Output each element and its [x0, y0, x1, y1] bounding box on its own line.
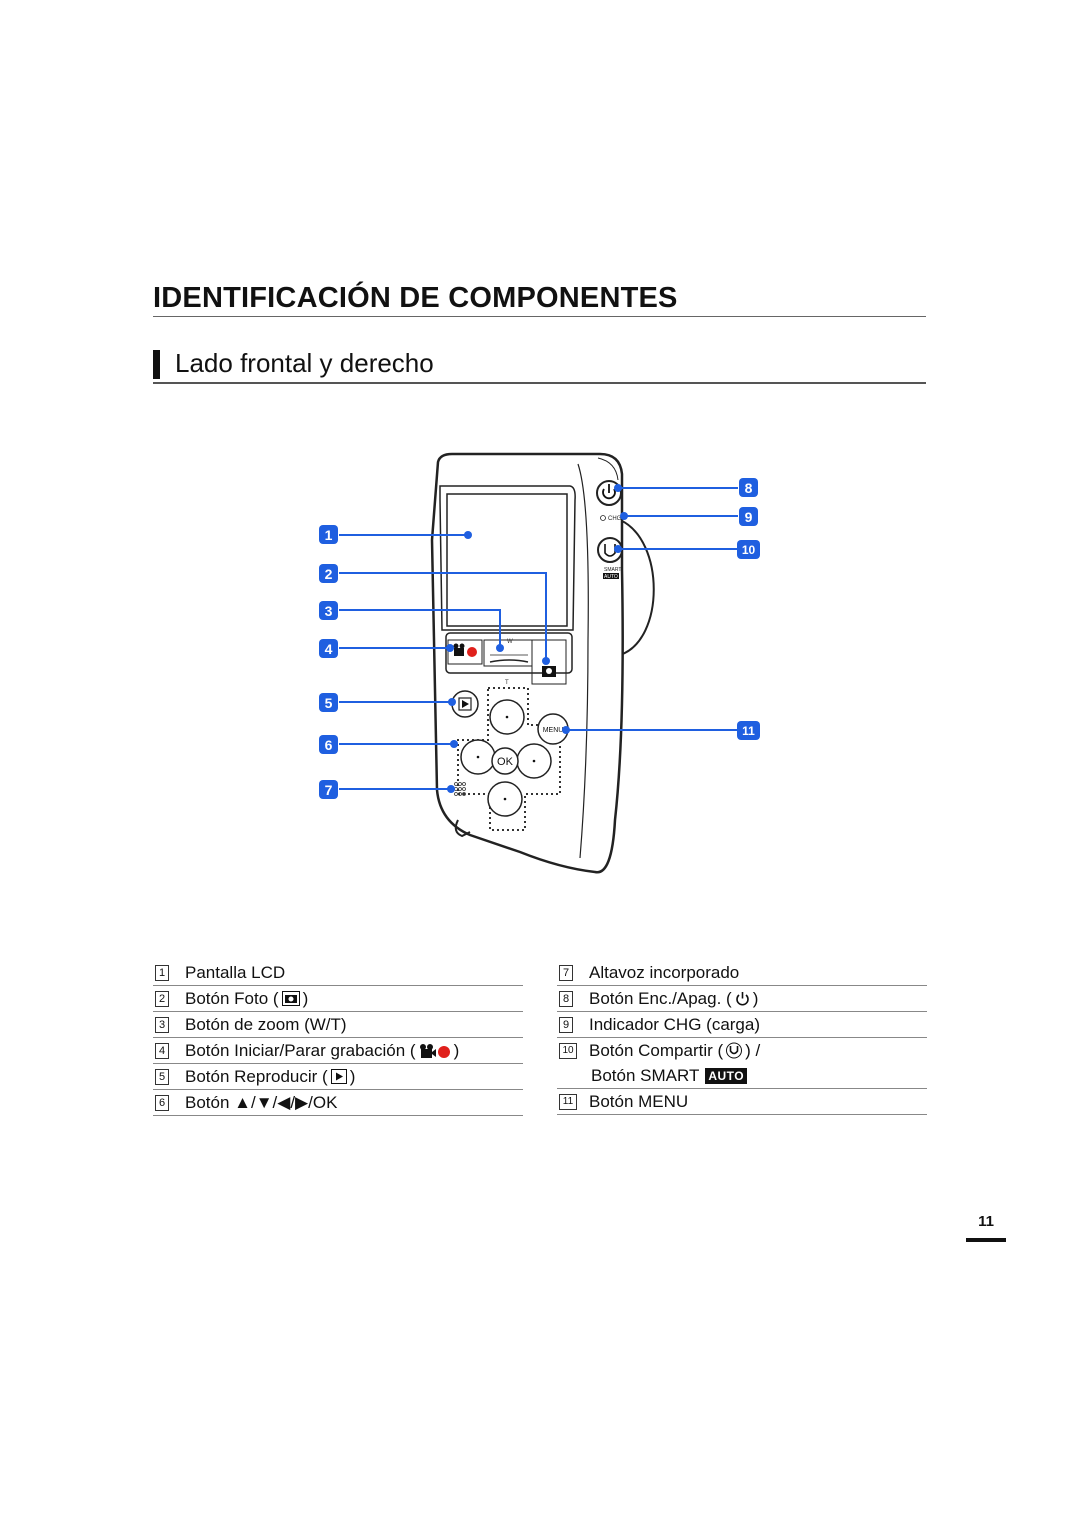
menu-button-label: MENU — [543, 727, 564, 734]
callout-dots — [446, 484, 628, 793]
legend-left: 1 Pantalla LCD 2 Botón Foto ( ) 3 Botón … — [153, 960, 523, 1116]
speaker-graphic — [454, 782, 466, 796]
share-button-graphic — [597, 537, 623, 563]
play-icon — [330, 1069, 347, 1084]
legend-right: 7 Altavoz incorporado 8 Botón Enc./Apag.… — [557, 960, 927, 1115]
legend-label: Altavoz incorporado — [589, 963, 740, 982]
page-title: IDENTIFICACIÓN DE COMPONENTES — [153, 282, 926, 317]
legend-label: Botón SMART — [591, 1066, 700, 1085]
legend-label: Botón MENU — [589, 1092, 689, 1111]
legend-number: 9 — [559, 1016, 573, 1033]
callout-badges: 1 2 3 4 5 6 7 8 9 10 11 — [319, 478, 760, 799]
page-number: 11 — [978, 1213, 994, 1230]
auto-badge: AUTO — [705, 1067, 748, 1084]
legend-label: Botón Foto ( — [185, 989, 279, 1008]
legend-number: 7 — [559, 964, 573, 981]
photo-button-graphic — [542, 666, 556, 677]
movie-record-icon — [419, 1043, 450, 1058]
callout-4: 4 — [325, 641, 333, 657]
callout-8: 8 — [745, 480, 753, 496]
legend-item: 7 Altavoz incorporado — [557, 960, 927, 986]
dpad-outline — [457, 687, 561, 831]
legend-label: Indicador CHG (carga) — [589, 1015, 761, 1034]
legend-item: 9 Indicador CHG (carga) — [557, 1012, 927, 1038]
callout-3: 3 — [325, 603, 333, 619]
zoom-w-label: W — [507, 639, 513, 645]
chg-indicator-label: CHG — [608, 516, 622, 522]
legend-item: 8 Botón Enc./Apag. ( ) — [557, 986, 927, 1012]
legend-suffix: ) — [349, 1067, 356, 1086]
legend-number: 1 — [155, 964, 169, 981]
callout-10: 10 — [742, 543, 756, 557]
legend-label: Botón ▲/▼/◀/▶/OK — [185, 1093, 338, 1112]
auto-label: AUTO — [604, 574, 618, 580]
strap-loop — [454, 819, 471, 838]
zoom-t-label: T — [505, 680, 509, 686]
callout-5: 5 — [325, 695, 333, 711]
legend-number: 6 — [155, 1094, 169, 1111]
section-heading: Lado frontal y derecho — [153, 346, 926, 384]
legend-number: 4 — [155, 1042, 169, 1059]
legend-number: 11 — [559, 1093, 577, 1110]
legend-number: 10 — [559, 1042, 577, 1059]
legend-item: 5 Botón Reproducir ( ) — [153, 1064, 523, 1090]
record-button-graphic — [453, 643, 477, 657]
callout-6: 6 — [325, 737, 333, 753]
share-icon — [726, 1042, 743, 1059]
play-button-graphic — [451, 690, 479, 718]
callout-9: 9 — [745, 509, 753, 525]
legend-number: 8 — [559, 990, 573, 1007]
section-title: Lado frontal y derecho — [175, 348, 434, 378]
legend-item: 1 Pantalla LCD — [153, 960, 523, 986]
callout-lines — [339, 487, 738, 790]
legend-suffix: ) — [752, 989, 759, 1008]
legend-item: 11 Botón MENU — [557, 1089, 927, 1115]
legend-item: 10 Botón Compartir ( ) / — [557, 1038, 927, 1063]
legend-label: Pantalla LCD — [185, 963, 286, 982]
legend-label: Botón Reproducir ( — [185, 1067, 328, 1086]
legend-label: Botón Compartir ( — [589, 1041, 724, 1060]
legend-label: Botón Iniciar/Parar grabación ( — [185, 1041, 416, 1060]
legend-item: 6 Botón ▲/▼/◀/▶/OK — [153, 1090, 523, 1116]
legend-item: 4 Botón Iniciar/Parar grabación ( ) — [153, 1038, 523, 1064]
dpad-buttons — [460, 699, 552, 817]
legend-item: 3 Botón de zoom (W/T) — [153, 1012, 523, 1038]
page-number-bar — [966, 1238, 1006, 1242]
power-icon — [735, 992, 749, 1006]
camera-icon — [281, 991, 300, 1006]
legend-item: 2 Botón Foto ( ) — [153, 986, 523, 1012]
legend-label: Botón de zoom (W/T) — [185, 1015, 347, 1034]
legend-suffix: ) / — [745, 1041, 761, 1060]
legend-suffix: ) — [453, 1041, 460, 1060]
callout-7: 7 — [325, 782, 333, 798]
camcorder-diagram: W T OK MENU CHG SMA — [319, 452, 760, 874]
callout-11: 11 — [742, 724, 755, 738]
smart-label: SMART — [604, 567, 621, 573]
legend-number: 5 — [155, 1068, 169, 1085]
section-bar — [153, 350, 160, 379]
legend-number: 3 — [155, 1016, 169, 1033]
ok-button-label: OK — [497, 756, 514, 768]
legend-label: Botón Enc./Apag. ( — [589, 989, 732, 1008]
callout-1: 1 — [325, 527, 333, 543]
legend-suffix: ) — [302, 989, 309, 1008]
legend-number: 2 — [155, 990, 169, 1007]
legend-item-continued: Botón SMART AUTO — [557, 1063, 927, 1089]
callout-2: 2 — [325, 566, 333, 582]
